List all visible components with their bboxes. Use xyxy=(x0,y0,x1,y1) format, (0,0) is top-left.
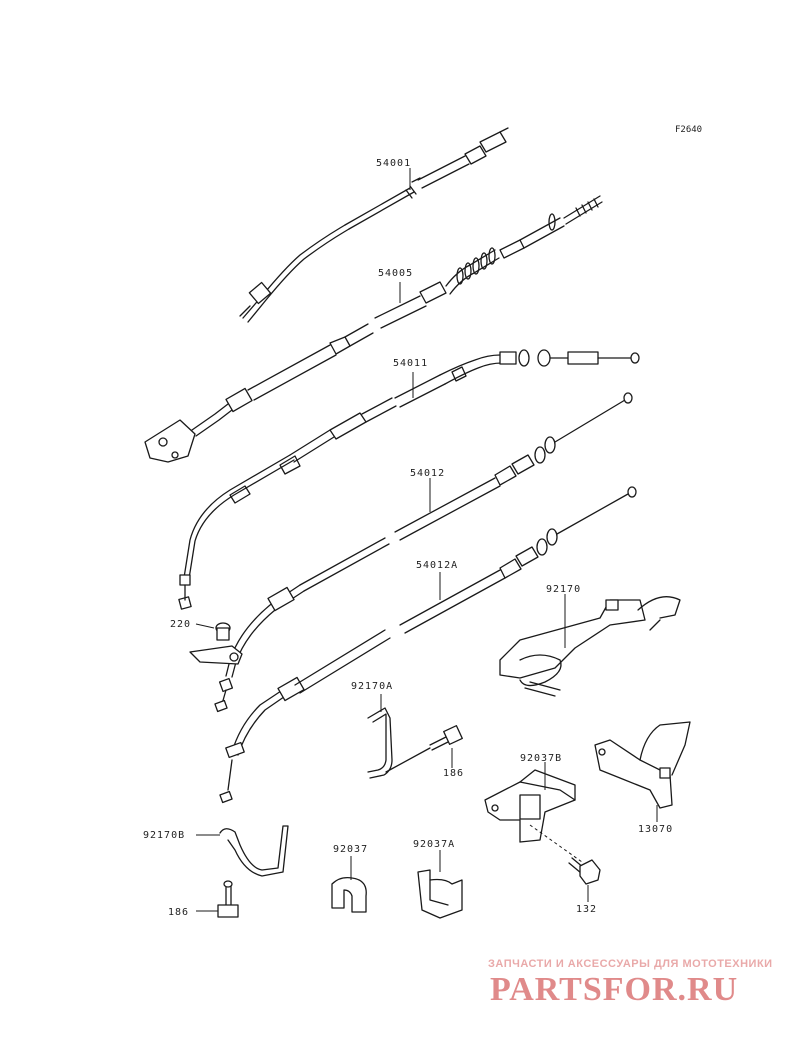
clamp-92170A[interactable] xyxy=(367,694,431,779)
part-label-54001[interactable]: 54001 xyxy=(376,158,411,169)
throttle-cable-54012[interactable] xyxy=(214,392,633,713)
part-label-92170[interactable]: 92170 xyxy=(546,584,581,595)
clamp-92037[interactable] xyxy=(331,856,367,913)
brake-cable-54005[interactable] xyxy=(144,195,603,463)
bracket-92037B[interactable] xyxy=(484,762,576,843)
plate-13070[interactable] xyxy=(594,721,691,822)
clamp-92170B[interactable] xyxy=(196,825,289,877)
speedometer-cable-54001[interactable] xyxy=(239,127,509,323)
part-label-92170B[interactable]: 92170B xyxy=(143,830,185,841)
bolt-186-lower[interactable] xyxy=(196,880,239,918)
part-label-92170A[interactable]: 92170A xyxy=(351,681,393,692)
throttle-cable-54011[interactable] xyxy=(178,349,640,610)
watermark-logo: PARTSFOR.RU xyxy=(490,971,738,1008)
part-label-186[interactable]: 186 xyxy=(443,768,464,779)
part-label-13070[interactable]: 13070 xyxy=(638,824,673,835)
bolt-132[interactable] xyxy=(529,824,601,902)
part-label-220[interactable]: 220 xyxy=(170,619,191,630)
part-label-92037B[interactable]: 92037B xyxy=(520,753,562,764)
part-label-54012[interactable]: 54012 xyxy=(410,468,445,479)
part-label-54011[interactable]: 54011 xyxy=(393,358,428,369)
part-label-92037A[interactable]: 92037A xyxy=(413,839,455,850)
figure-id: F2640 xyxy=(675,125,702,135)
cable-holder-220[interactable] xyxy=(189,622,243,665)
bracket-92170[interactable] xyxy=(499,594,681,697)
throttle-cable-54012A[interactable] xyxy=(219,486,637,804)
part-label-54012A[interactable]: 54012A xyxy=(416,560,458,571)
part-label-54005[interactable]: 54005 xyxy=(378,268,413,279)
part-label-92037[interactable]: 92037 xyxy=(333,844,368,855)
part-label-132[interactable]: 132 xyxy=(576,904,597,915)
watermark-caption: ЗАПЧАСТИ И АКСЕССУАРЫ ДЛЯ МОТОТЕХНИКИ xyxy=(488,958,773,970)
clamp-92037A[interactable] xyxy=(417,850,463,919)
bolt-186[interactable] xyxy=(429,725,463,768)
part-label-186-lower[interactable]: 186 xyxy=(168,907,189,918)
